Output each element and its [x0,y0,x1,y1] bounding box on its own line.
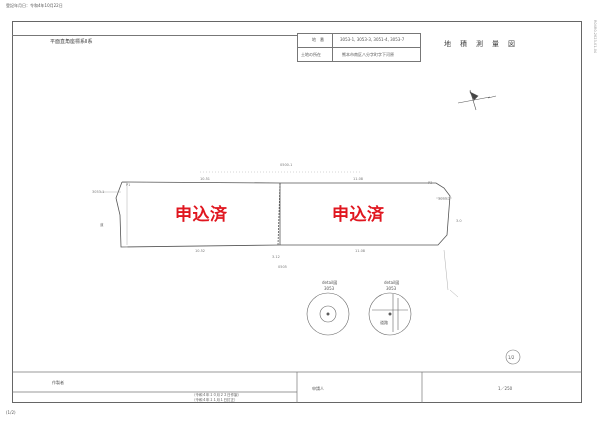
reserved-stamp-right: 申込済 [332,205,385,225]
page-number-circle [505,349,521,365]
coordinate-system: 平面直角座標系Ⅱ系 [50,39,93,45]
detail-b-sub: 3053 [386,286,397,291]
lot-label: 地 番 [312,37,324,42]
document-code: R04R0-2623-01-04 [593,20,597,54]
detail-a-sub: 3053 [324,286,335,291]
lot-table-col-divider [332,33,333,62]
svg-text:10.52: 10.52 [195,249,205,253]
detail-circle-a [306,292,350,336]
svg-text:P3: P3 [428,181,432,185]
location-label: 土地の所在 [301,52,321,57]
sheet-title: 地 積 測 量 図 [444,40,516,48]
page-number: 1/2 [508,355,515,360]
svg-text:道: 道 [100,222,104,227]
detail-circle-b [368,292,412,336]
location-value: 熊本市南区八分字町字下河原 [342,52,394,57]
svg-text:11.08: 11.08 [353,177,363,181]
maker-label: 作製者 [52,380,64,385]
detail-road-label: 道路 [380,320,388,325]
svg-text:3053-1: 3053-1 [92,190,104,194]
lot-boundary [115,181,451,248]
svg-text:11.08: 11.08 [355,249,365,253]
svg-text:0505: 0505 [278,265,287,269]
header-divider [12,35,297,36]
lot-numbers: 3053-1, 3053-3, 3051-4, 3053-7 [340,37,405,42]
applicant-label: 申請人 [312,386,324,391]
svg-text:3053-2: 3053-2 [438,197,450,201]
page-indicator: (1/2) [6,410,16,415]
detail-b-title: detail図 [384,280,400,285]
lot-table-divider [297,47,421,48]
footer-note-1: （令和４年１０月２２日作製） [192,393,241,397]
detail-a-title: detail図 [322,280,338,285]
svg-text:3.0: 3.0 [456,219,462,223]
svg-text:0500-1: 0500-1 [280,163,292,167]
footer-frame [12,371,582,403]
svg-text:P1: P1 [126,183,130,187]
registration-date: 登記年月日：令和4年10月22日 [6,3,63,8]
svg-text:10.51: 10.51 [200,177,210,181]
svg-text:3.12: 3.12 [272,255,280,259]
north-arrow-icon [457,89,497,111]
footer-note-2: （令和４年１１月１日訂正） [192,398,238,402]
scale-label: 1／250 [498,386,513,391]
reserved-stamp-left: 申込済 [175,205,228,225]
